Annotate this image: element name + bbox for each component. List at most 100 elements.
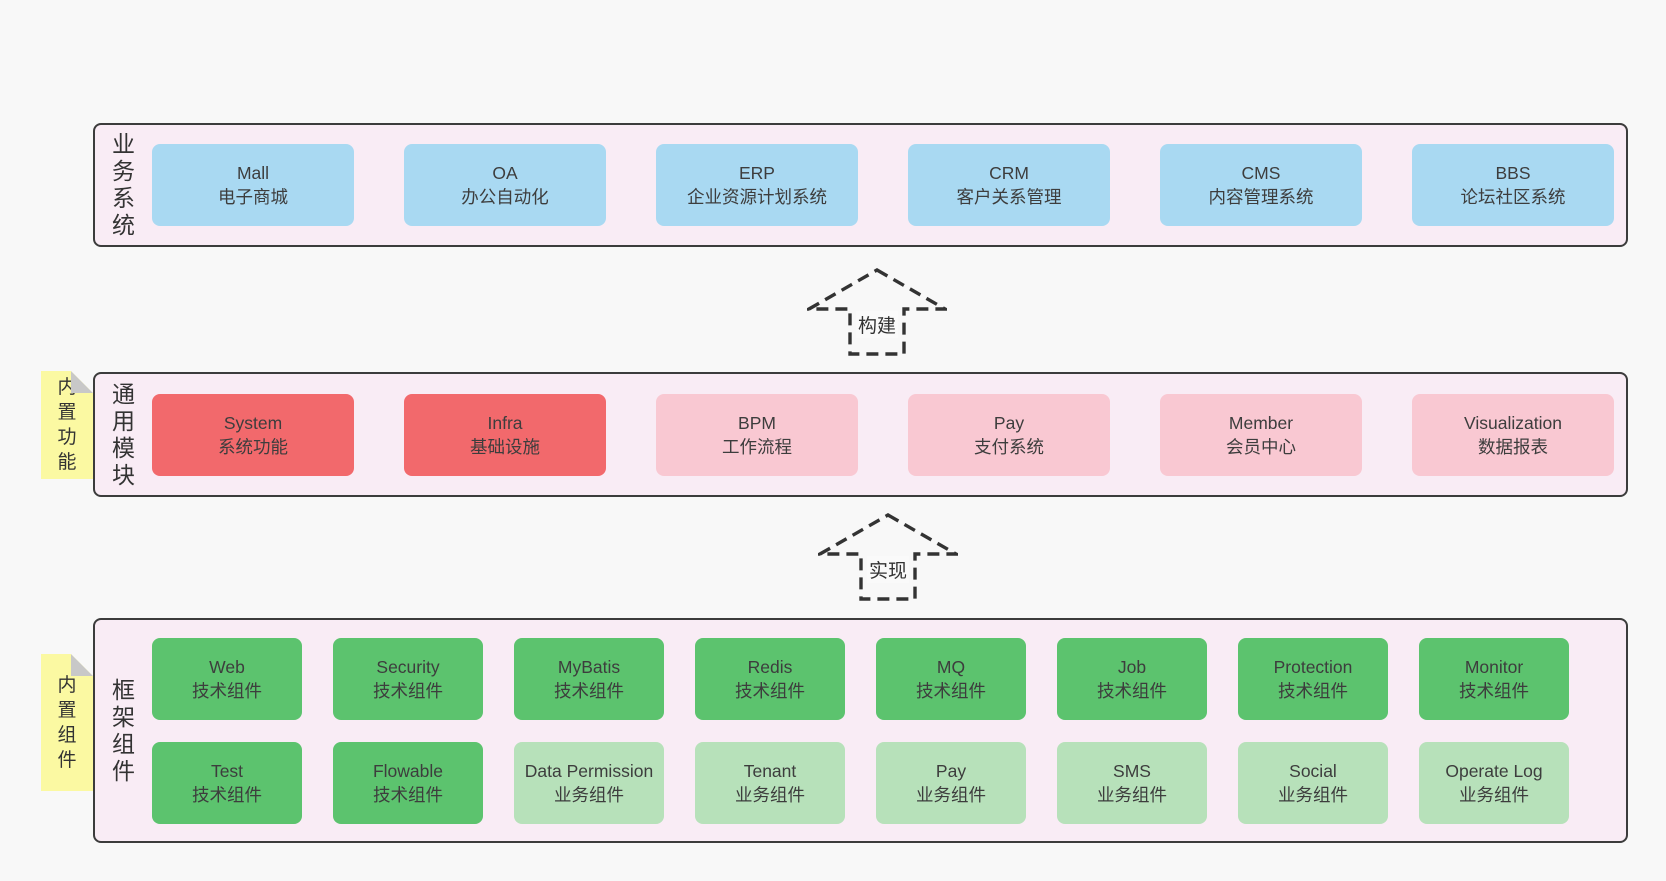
layer-side-label: 业务系统 (112, 131, 135, 238)
layer-side-label-zone: 框架组件 (95, 620, 152, 841)
box-flowable: Flowable 技术组件 (333, 741, 483, 824)
box-subtitle: 业务组件 (554, 784, 624, 805)
box-title: Data Permission (524, 760, 654, 781)
layer-side-label-zone: 通用模块 (95, 374, 152, 495)
box-bbs: BBS 论坛社区系统 (1412, 144, 1614, 226)
box-title: OA (492, 163, 518, 183)
box-subtitle: 支付系统 (974, 436, 1044, 457)
box-security: Security 技术组件 (333, 637, 483, 720)
business-boxes-row: Mall 电子商城 OA 办公自动化 ERP 企业资源计划系统 CRM 客户关系… (152, 125, 1626, 245)
box-subtitle: 业务组件 (735, 784, 805, 805)
box-subtitle: 办公自动化 (461, 187, 549, 207)
box-subtitle: 内容管理系统 (1208, 187, 1314, 207)
sticky-note-label: 内置组件 (57, 674, 77, 771)
box-subtitle: 技术组件 (192, 680, 262, 701)
layer-business-systems: 业务系统 Mall 电子商城 OA 办公自动化 ERP 企业资源计划系统 CRM… (93, 123, 1628, 247)
note-fold-corner-icon (71, 654, 93, 676)
box-title: Protection (1273, 656, 1353, 677)
box-subtitle: 系统功能 (218, 436, 288, 457)
box-cms: CMS 内容管理系统 (1160, 144, 1362, 226)
box-title: Member (1228, 412, 1294, 433)
box-subtitle: 技术组件 (1097, 680, 1167, 701)
box-title: Pay (935, 760, 967, 781)
box-mybatis: MyBatis 技术组件 (514, 637, 664, 720)
box-sms: SMS 业务组件 (1057, 741, 1207, 824)
box-crm: CRM 客户关系管理 (908, 144, 1110, 226)
box-member: Member 会员中心 (1160, 393, 1362, 476)
box-subtitle: 数据报表 (1478, 436, 1548, 457)
box-title: System (223, 412, 283, 433)
box-system: System 系统功能 (152, 393, 354, 476)
sticky-note-label: 内置功能 (57, 377, 77, 473)
box-subtitle: 电子商城 (218, 187, 288, 207)
box-title: SMS (1113, 760, 1151, 781)
build-arrow: 构建 (807, 268, 947, 356)
box-social: Social 业务组件 (1238, 741, 1388, 824)
box-pay-biz: Pay 业务组件 (876, 741, 1026, 824)
layer-common-modules: 通用模块 System 系统功能 Infra 基础设施 BPM 工作流程 Pay… (93, 372, 1628, 497)
component-boxes-grid: Web 技术组件 Security 技术组件 MyBatis 技术组件 Redi… (152, 620, 1626, 841)
box-subtitle: 企业资源计划系统 (687, 187, 827, 207)
box-protection: Protection 技术组件 (1238, 637, 1388, 720)
box-pay-system: Pay 支付系统 (908, 393, 1110, 476)
layer-side-label: 框架组件 (112, 676, 135, 784)
box-subtitle: 会员中心 (1226, 436, 1296, 457)
box-title: BBS (1495, 163, 1531, 183)
box-title: Social (1289, 760, 1337, 781)
box-subtitle: 技术组件 (1278, 680, 1348, 701)
box-title: CRM (989, 163, 1029, 183)
layer-framework-components: 框架组件 Web 技术组件 Security 技术组件 MyBatis 技术组件… (93, 618, 1628, 843)
box-title: Pay (993, 412, 1025, 433)
box-subtitle: 业务组件 (1097, 784, 1167, 805)
module-boxes-row: System 系统功能 Infra 基础设施 BPM 工作流程 Pay 支付系统… (152, 374, 1626, 495)
build-arrow-label: 构建 (855, 311, 899, 338)
box-web: Web 技术组件 (152, 637, 302, 720)
box-title: MQ (936, 656, 966, 677)
box-subtitle: 业务组件 (1459, 784, 1529, 805)
box-title: Security (376, 656, 440, 677)
box-title: Infra (487, 412, 523, 433)
box-monitor: Monitor 技术组件 (1419, 637, 1569, 720)
box-title: Operate Log (1445, 760, 1543, 781)
box-title: Mall (236, 163, 270, 183)
box-title: Web (209, 656, 245, 677)
box-operate-log: Operate Log 业务组件 (1419, 741, 1569, 824)
sticky-note-builtin-features: 内置功能 (41, 371, 93, 479)
box-subtitle: 基础设施 (470, 436, 540, 457)
box-mq: MQ 技术组件 (876, 637, 1026, 720)
box-title: Visualization (1464, 412, 1562, 433)
box-title: Redis (747, 656, 793, 677)
box-title: Flowable (372, 760, 444, 781)
box-title: CMS (1241, 163, 1281, 183)
box-title: Job (1117, 656, 1147, 677)
box-subtitle: 论坛社区系统 (1460, 187, 1566, 207)
box-title: Test (210, 760, 244, 781)
box-mall: Mall 电子商城 (152, 144, 354, 226)
implement-arrow: 实现 (818, 513, 958, 601)
box-subtitle: 客户关系管理 (956, 187, 1062, 207)
box-subtitle: 业务组件 (1278, 784, 1348, 805)
box-subtitle: 工作流程 (722, 436, 792, 457)
box-subtitle: 技术组件 (554, 680, 624, 701)
box-title: MyBatis (557, 656, 621, 677)
box-subtitle: 技术组件 (916, 680, 986, 701)
box-subtitle: 技术组件 (373, 680, 443, 701)
box-erp: ERP 企业资源计划系统 (656, 144, 858, 226)
box-subtitle: 业务组件 (916, 784, 986, 805)
box-subtitle: 技术组件 (192, 784, 262, 805)
box-title: BPM (738, 412, 776, 433)
box-oa: OA 办公自动化 (404, 144, 606, 226)
layer-side-label: 通用模块 (112, 380, 135, 488)
up-arrow-icon (818, 513, 958, 601)
box-title: ERP (739, 163, 775, 183)
box-visualization: Visualization 数据报表 (1412, 393, 1614, 476)
box-title: Tenant (743, 760, 797, 781)
box-job: Job 技术组件 (1057, 637, 1207, 720)
note-fold-corner-icon (71, 371, 93, 393)
box-tenant: Tenant 业务组件 (695, 741, 845, 824)
layer-side-label-zone: 业务系统 (95, 125, 152, 245)
box-test: Test 技术组件 (152, 741, 302, 824)
box-bpm: BPM 工作流程 (656, 393, 858, 476)
box-redis: Redis 技术组件 (695, 637, 845, 720)
